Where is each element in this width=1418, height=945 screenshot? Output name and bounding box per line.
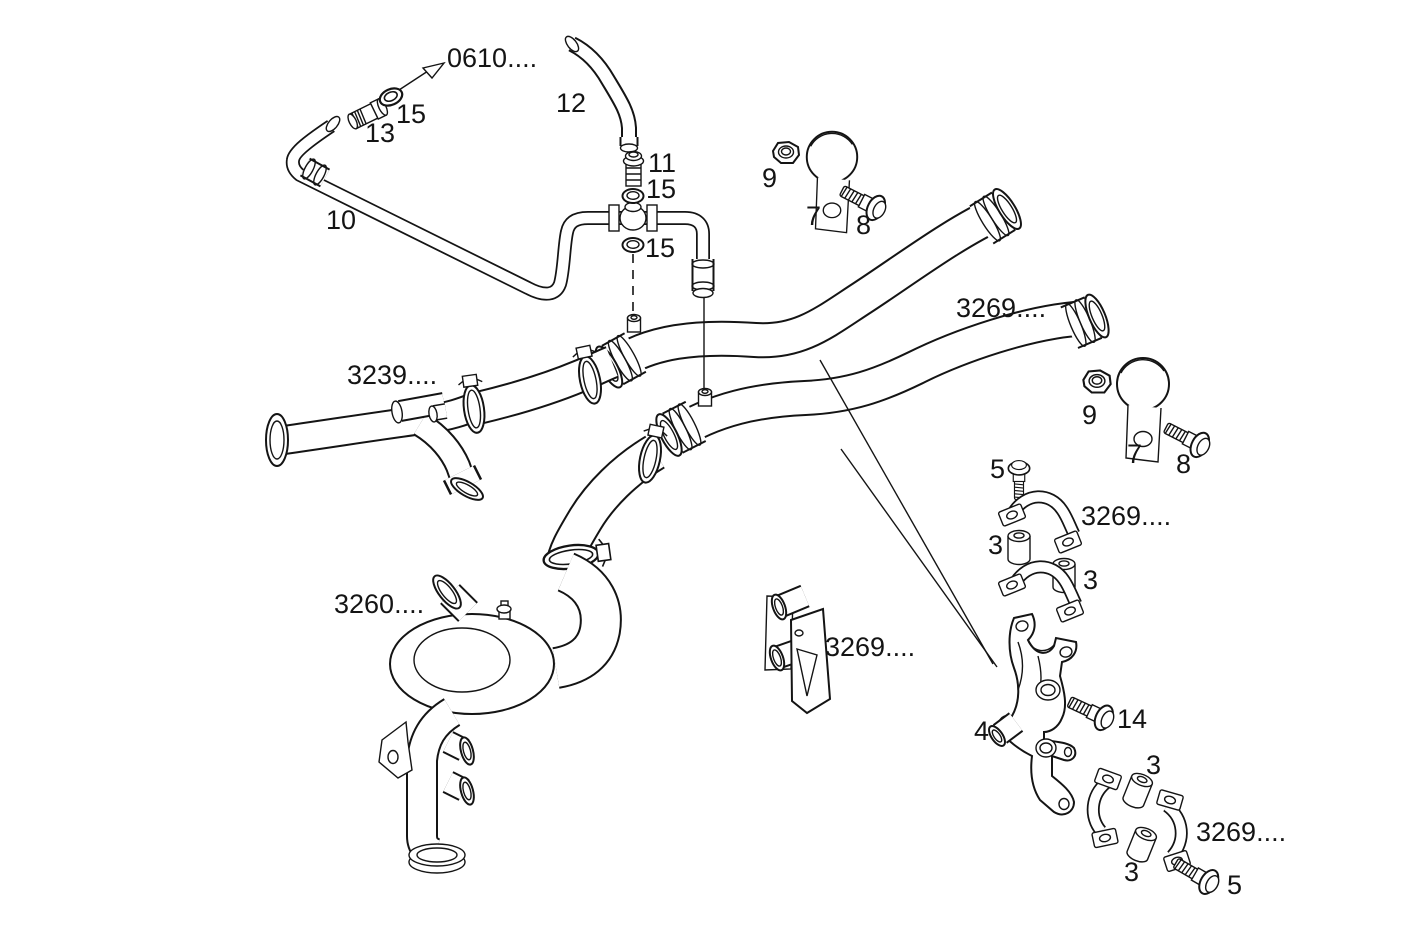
callout-item-9-b[interactable]: 9: [1082, 400, 1097, 430]
callout-item-4[interactable]: 4: [974, 716, 989, 746]
callout-ref-3269-b[interactable]: 3269....: [1081, 501, 1171, 531]
callout-ref-3269-a[interactable]: 3269....: [956, 293, 1046, 323]
nut-9-top: [772, 141, 800, 164]
callout-item-5-b[interactable]: 5: [1227, 870, 1242, 900]
callout-item-15-b[interactable]: 15: [646, 174, 676, 204]
callout-item-15-c[interactable]: 15: [645, 233, 675, 263]
callout-item-3-c[interactable]: 3: [1146, 750, 1161, 780]
callout-item-3-d[interactable]: 3: [1124, 857, 1139, 887]
bolt-14: [1062, 689, 1119, 735]
ref-arrow-0610: [398, 61, 446, 91]
callout-item-9-a[interactable]: 9: [762, 163, 777, 193]
mounting-bracket-4: [988, 612, 1078, 816]
leader-lines: [819, 359, 998, 668]
strap-group-bottom: [1086, 767, 1225, 900]
coolant-pipe-lower: [651, 292, 1113, 459]
callout-item-10[interactable]: 10: [326, 205, 356, 235]
callout-item-7-a[interactable]: 7: [806, 201, 821, 231]
callout-item-8-b[interactable]: 8: [1176, 449, 1191, 479]
callout-item-5-a[interactable]: 5: [990, 454, 1005, 484]
pipe-clamp-group-top: [772, 130, 892, 234]
hose-12: [564, 35, 639, 153]
callout-item-3-a[interactable]: 3: [988, 530, 1003, 560]
callout-ref-3260[interactable]: 3260....: [334, 589, 424, 619]
nut-9-right: [1082, 369, 1112, 394]
bushing-3-mid-left: [1007, 529, 1031, 566]
callout-item-3-b[interactable]: 3: [1083, 565, 1098, 595]
coolant-pipe-upper: [591, 185, 1026, 391]
callout-item-7-b[interactable]: 7: [1127, 439, 1142, 469]
support-bracket-3269-center: [764, 584, 832, 715]
callout-item-15-a[interactable]: 15: [396, 99, 426, 129]
y-pipe-assembly-3239: [265, 343, 619, 501]
strap-group-mid: [997, 459, 1085, 624]
callout-item-12[interactable]: 12: [556, 88, 586, 118]
callout-ref-3239[interactable]: 3239....: [347, 360, 437, 390]
elbow-hose: [540, 422, 670, 576]
rigid-pipe-10: [285, 115, 715, 390]
water-pipe-3260: [378, 552, 622, 874]
callout-item-8-a[interactable]: 8: [856, 210, 871, 240]
callout-ref-0610[interactable]: 0610....: [447, 43, 537, 73]
callout-item-13[interactable]: 13: [365, 118, 395, 148]
callouts: 0610.... 12 15 13 10 11 15 15 9 7 8 3269…: [326, 43, 1286, 900]
clamp-7-right: [1116, 357, 1170, 463]
seal-washer-15-lower: [621, 237, 645, 253]
callout-item-11[interactable]: 11: [648, 148, 676, 178]
callout-item-14[interactable]: 14: [1117, 704, 1147, 734]
callout-ref-3269-d[interactable]: 3269....: [1196, 817, 1286, 847]
callout-ref-3269-c[interactable]: 3269....: [825, 632, 915, 662]
seal-washer-15-upper: [621, 188, 645, 204]
pipe-clamp-group-right: [1082, 357, 1216, 463]
fitting-11: [622, 150, 645, 187]
